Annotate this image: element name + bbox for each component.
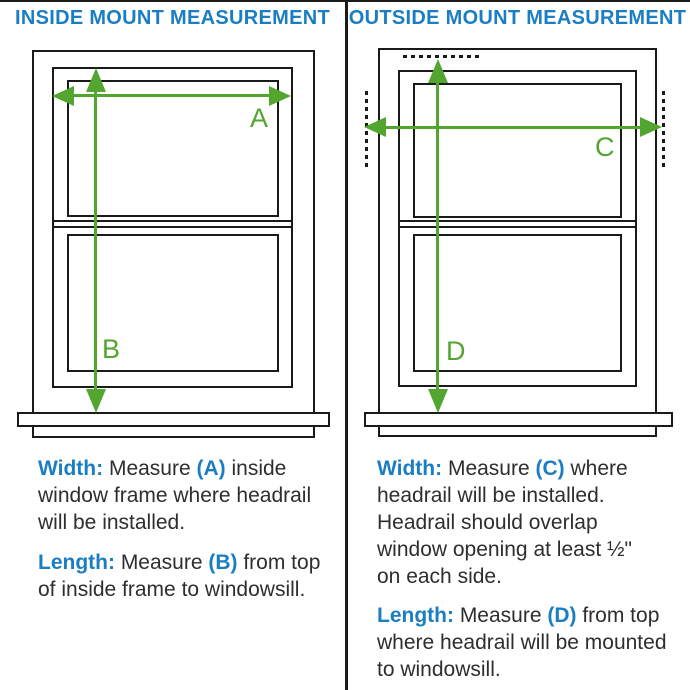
body-text: window frame where headrail <box>38 484 312 507</box>
text-line: window frame where headrail <box>38 482 333 509</box>
lower-sash-pane <box>67 234 279 372</box>
body-text: Headrail should overlap <box>377 511 598 534</box>
width-arrow-label: C <box>595 132 615 162</box>
width-arrow-label: A <box>250 103 269 133</box>
text-line: Length: Measure (B) from top <box>38 549 333 576</box>
text-line: Length: Measure (D) from top <box>377 602 677 629</box>
body-text: Measure <box>103 457 197 480</box>
arrowhead-down-icon <box>86 389 106 413</box>
length-arrow-line <box>94 88 97 392</box>
arrowhead-left-icon <box>364 117 386 137</box>
body-text: Measure <box>442 457 536 480</box>
lower-sash-pane <box>413 234 622 372</box>
text-line: Width: Measure (A) inside <box>38 455 333 482</box>
arrowhead-right-icon <box>640 117 662 137</box>
body-text: inside <box>225 457 287 480</box>
windowsill <box>364 412 673 427</box>
highlighted-text: (D) <box>547 604 577 627</box>
meeting-rail <box>398 220 637 228</box>
text-line: Width: Measure (C) where <box>377 455 677 482</box>
highlighted-text: (B) <box>208 551 238 574</box>
windowsill <box>17 412 330 427</box>
highlighted-text: Width: <box>377 457 443 480</box>
arrowhead-down-icon <box>428 389 448 413</box>
width-arrow-line <box>382 126 644 129</box>
body-text: window opening at least ½" <box>377 538 632 561</box>
length-arrow-label: D <box>446 336 466 366</box>
panel-divider <box>345 0 348 690</box>
text-line: Headrail should overlap <box>377 509 677 536</box>
text-line: will be installed. <box>38 509 333 536</box>
headrail-mount-guide-top <box>403 55 483 58</box>
text-line: where headrail will be mounted <box>377 629 677 656</box>
upper-sash-pane <box>413 83 622 218</box>
highlighted-text: (C) <box>535 457 565 480</box>
body-text: Measure <box>453 604 548 627</box>
overlap-guide-right <box>662 91 665 169</box>
text-line: headrail will be installed. <box>377 482 677 509</box>
body-text: where headrail will be mounted <box>377 631 667 654</box>
length-arrow-line <box>436 80 439 392</box>
arrowhead-right-icon <box>269 86 291 106</box>
window-casing-frame <box>398 70 637 387</box>
upper-sash-pane <box>67 80 279 217</box>
highlighted-text: (A) <box>196 457 226 480</box>
inside-mount-title: INSIDE MOUNT MEASUREMENT <box>15 7 330 29</box>
text-line: on each side. <box>377 563 677 590</box>
body-text: of inside frame to windowsill. <box>38 578 306 601</box>
highlighted-text: Length: <box>377 604 454 627</box>
highlighted-text: Width: <box>38 457 104 480</box>
meeting-rail <box>52 220 293 228</box>
body-text: Measure <box>114 551 209 574</box>
body-text: on each side. <box>377 565 502 588</box>
outside-mount-title: OUTSIDE MOUNT MEASUREMENT <box>348 7 687 29</box>
text-line: to windowsill. <box>377 656 677 683</box>
width-arrow-line <box>70 94 273 97</box>
body-text: headrail will be installed. <box>377 484 605 507</box>
body-text: will be installed. <box>38 511 186 534</box>
body-text: from top <box>576 604 660 627</box>
highlighted-text: Length: <box>38 551 115 574</box>
window-outer-frame <box>378 48 657 437</box>
length-arrow-label: B <box>102 334 121 364</box>
body-text: from top <box>237 551 321 574</box>
arrowhead-up-icon <box>428 59 448 83</box>
body-text: to windowsill. <box>377 658 501 681</box>
body-text: where <box>564 457 628 480</box>
arrowhead-left-icon <box>52 86 74 106</box>
text-line: window opening at least ½" <box>377 536 677 563</box>
text-line: of inside frame to windowsill. <box>38 576 333 603</box>
arrowhead-up-icon <box>86 68 106 92</box>
window-outer-frame <box>32 50 315 438</box>
